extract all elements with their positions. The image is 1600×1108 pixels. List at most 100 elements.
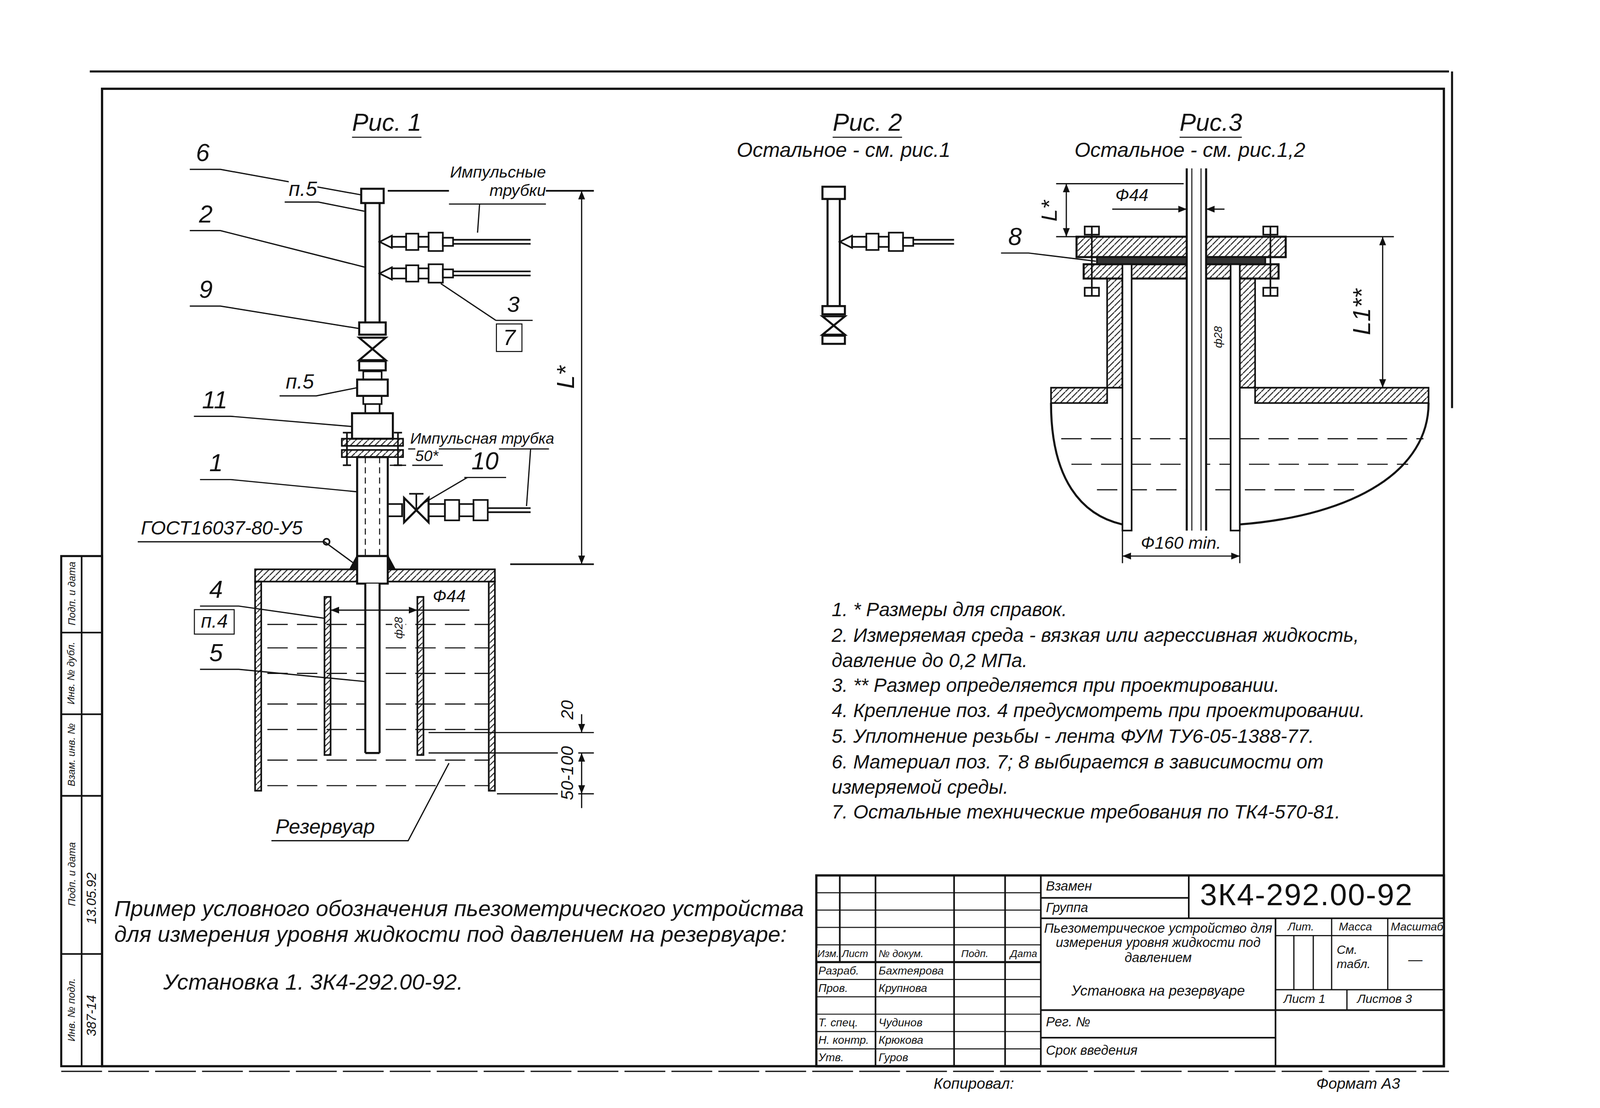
line-art xyxy=(822,306,845,315)
line-art xyxy=(89,70,1450,73)
line-art xyxy=(189,306,360,329)
line-art xyxy=(359,361,386,371)
line-art xyxy=(365,583,380,753)
line-art xyxy=(839,875,1041,1067)
title-block-cell: Рег. № xyxy=(1045,1015,1091,1031)
title-block-cell: Пьезометрическое устройство для измерени… xyxy=(1042,921,1274,965)
part-label: Импульсная трубка xyxy=(410,429,555,447)
line-art xyxy=(903,237,914,246)
line-art xyxy=(1239,278,1255,388)
line-art xyxy=(61,556,102,1067)
title-block-cell: Бахтеярова xyxy=(878,964,944,978)
line-art xyxy=(866,233,879,251)
callout-number: 10 xyxy=(471,446,499,475)
line-art xyxy=(440,283,533,321)
line-art xyxy=(194,416,353,427)
title-block-cell: Группа xyxy=(1045,901,1088,917)
title-block-cell: Лит. xyxy=(1287,920,1314,934)
line-art xyxy=(1097,256,1266,265)
line-art xyxy=(365,457,380,557)
line-art xyxy=(487,507,531,513)
line-art xyxy=(341,438,403,446)
line-art xyxy=(1450,71,1453,409)
title-block-cell: Срок введения xyxy=(1045,1043,1138,1060)
line-art xyxy=(284,201,364,212)
line-art xyxy=(822,335,845,345)
dimension: Ф160 min. xyxy=(1140,533,1221,554)
title-block-cell: Чудинов xyxy=(878,1016,923,1030)
stamp-cell: 387-14 xyxy=(84,994,100,1037)
designation-example: Установка 1. 3К4-292.00-92. xyxy=(163,969,464,996)
title-block-cell: См. табл. xyxy=(1336,943,1383,972)
note: 3. ** Размер определяется при проектиров… xyxy=(831,673,1439,699)
line-art xyxy=(428,264,443,283)
line-art xyxy=(137,541,356,565)
line-art xyxy=(580,793,583,809)
line-art xyxy=(827,199,841,307)
line-art xyxy=(200,669,366,682)
title-block-cell: Гуров xyxy=(878,1051,909,1065)
standard-ref: ГОСТ16037-80-У5 xyxy=(140,517,303,540)
line-art xyxy=(418,236,429,247)
note: 5. Уплотнение резьбы - лента ФУМ ТУ6-05-… xyxy=(831,724,1439,750)
line-art xyxy=(1382,236,1384,388)
title-block-cell: Пров. xyxy=(818,981,849,995)
line-art xyxy=(913,239,954,245)
figure-title: Рис. 1 xyxy=(351,108,422,138)
line-art xyxy=(379,235,392,249)
line-art xyxy=(365,583,380,753)
line-art xyxy=(1084,287,1099,296)
title-block-cell: Утв. xyxy=(818,1051,845,1065)
line-art xyxy=(1040,875,1444,919)
line-art xyxy=(356,379,388,396)
line-art xyxy=(580,714,583,733)
stamp-cell: Инв. № дубл. xyxy=(65,641,78,705)
callout-number: 9 xyxy=(199,275,213,304)
line-art xyxy=(1112,208,1187,211)
line-art xyxy=(1186,168,1206,531)
line-art xyxy=(1076,236,1286,257)
line-art xyxy=(363,371,382,380)
line-art xyxy=(356,556,388,584)
line-art xyxy=(330,609,418,612)
line-art xyxy=(580,190,583,565)
line-art xyxy=(351,413,393,440)
note: 6. Материал поз. 7; 8 выбирается в завис… xyxy=(831,750,1439,801)
line-art xyxy=(1084,226,1099,235)
line-art xyxy=(417,596,424,756)
line-art xyxy=(442,237,453,246)
line-art xyxy=(189,169,362,196)
note: 7. Остальные технические требования по Т… xyxy=(831,799,1439,826)
line-art xyxy=(428,232,443,251)
line-art xyxy=(417,609,470,612)
line-art xyxy=(1230,264,1240,531)
title-block-cell: Масса xyxy=(1338,920,1372,934)
line-art xyxy=(1186,168,1206,531)
stamp-cell: Инв. № подл. xyxy=(65,978,78,1042)
line-art xyxy=(445,500,460,521)
line-art xyxy=(580,752,583,794)
line-art xyxy=(822,316,845,335)
line-art xyxy=(271,763,450,841)
dimension: ф28 xyxy=(1210,325,1224,348)
dimension: Ф44 xyxy=(432,586,466,607)
line-art xyxy=(406,265,419,282)
title-block-cell: Масштаб xyxy=(1390,920,1444,934)
callout-number: 4 xyxy=(209,575,223,604)
title-block-cell: Крупнова xyxy=(878,981,928,995)
line-art xyxy=(839,235,853,249)
callout-number: 5 xyxy=(209,638,223,667)
title-block-cell: — xyxy=(1408,951,1423,968)
line-art xyxy=(359,322,386,335)
line-art xyxy=(459,504,474,517)
line-art xyxy=(387,190,594,565)
stamp-cell: Подп. и дата xyxy=(65,842,78,907)
line-art xyxy=(200,479,357,492)
box-text: п.4 xyxy=(200,610,229,632)
callout-number: 11 xyxy=(201,385,228,414)
line-art xyxy=(363,395,382,405)
title-block-cell: Лист xyxy=(841,947,869,960)
callout-number: 3 xyxy=(507,291,520,318)
line-art xyxy=(852,236,867,247)
